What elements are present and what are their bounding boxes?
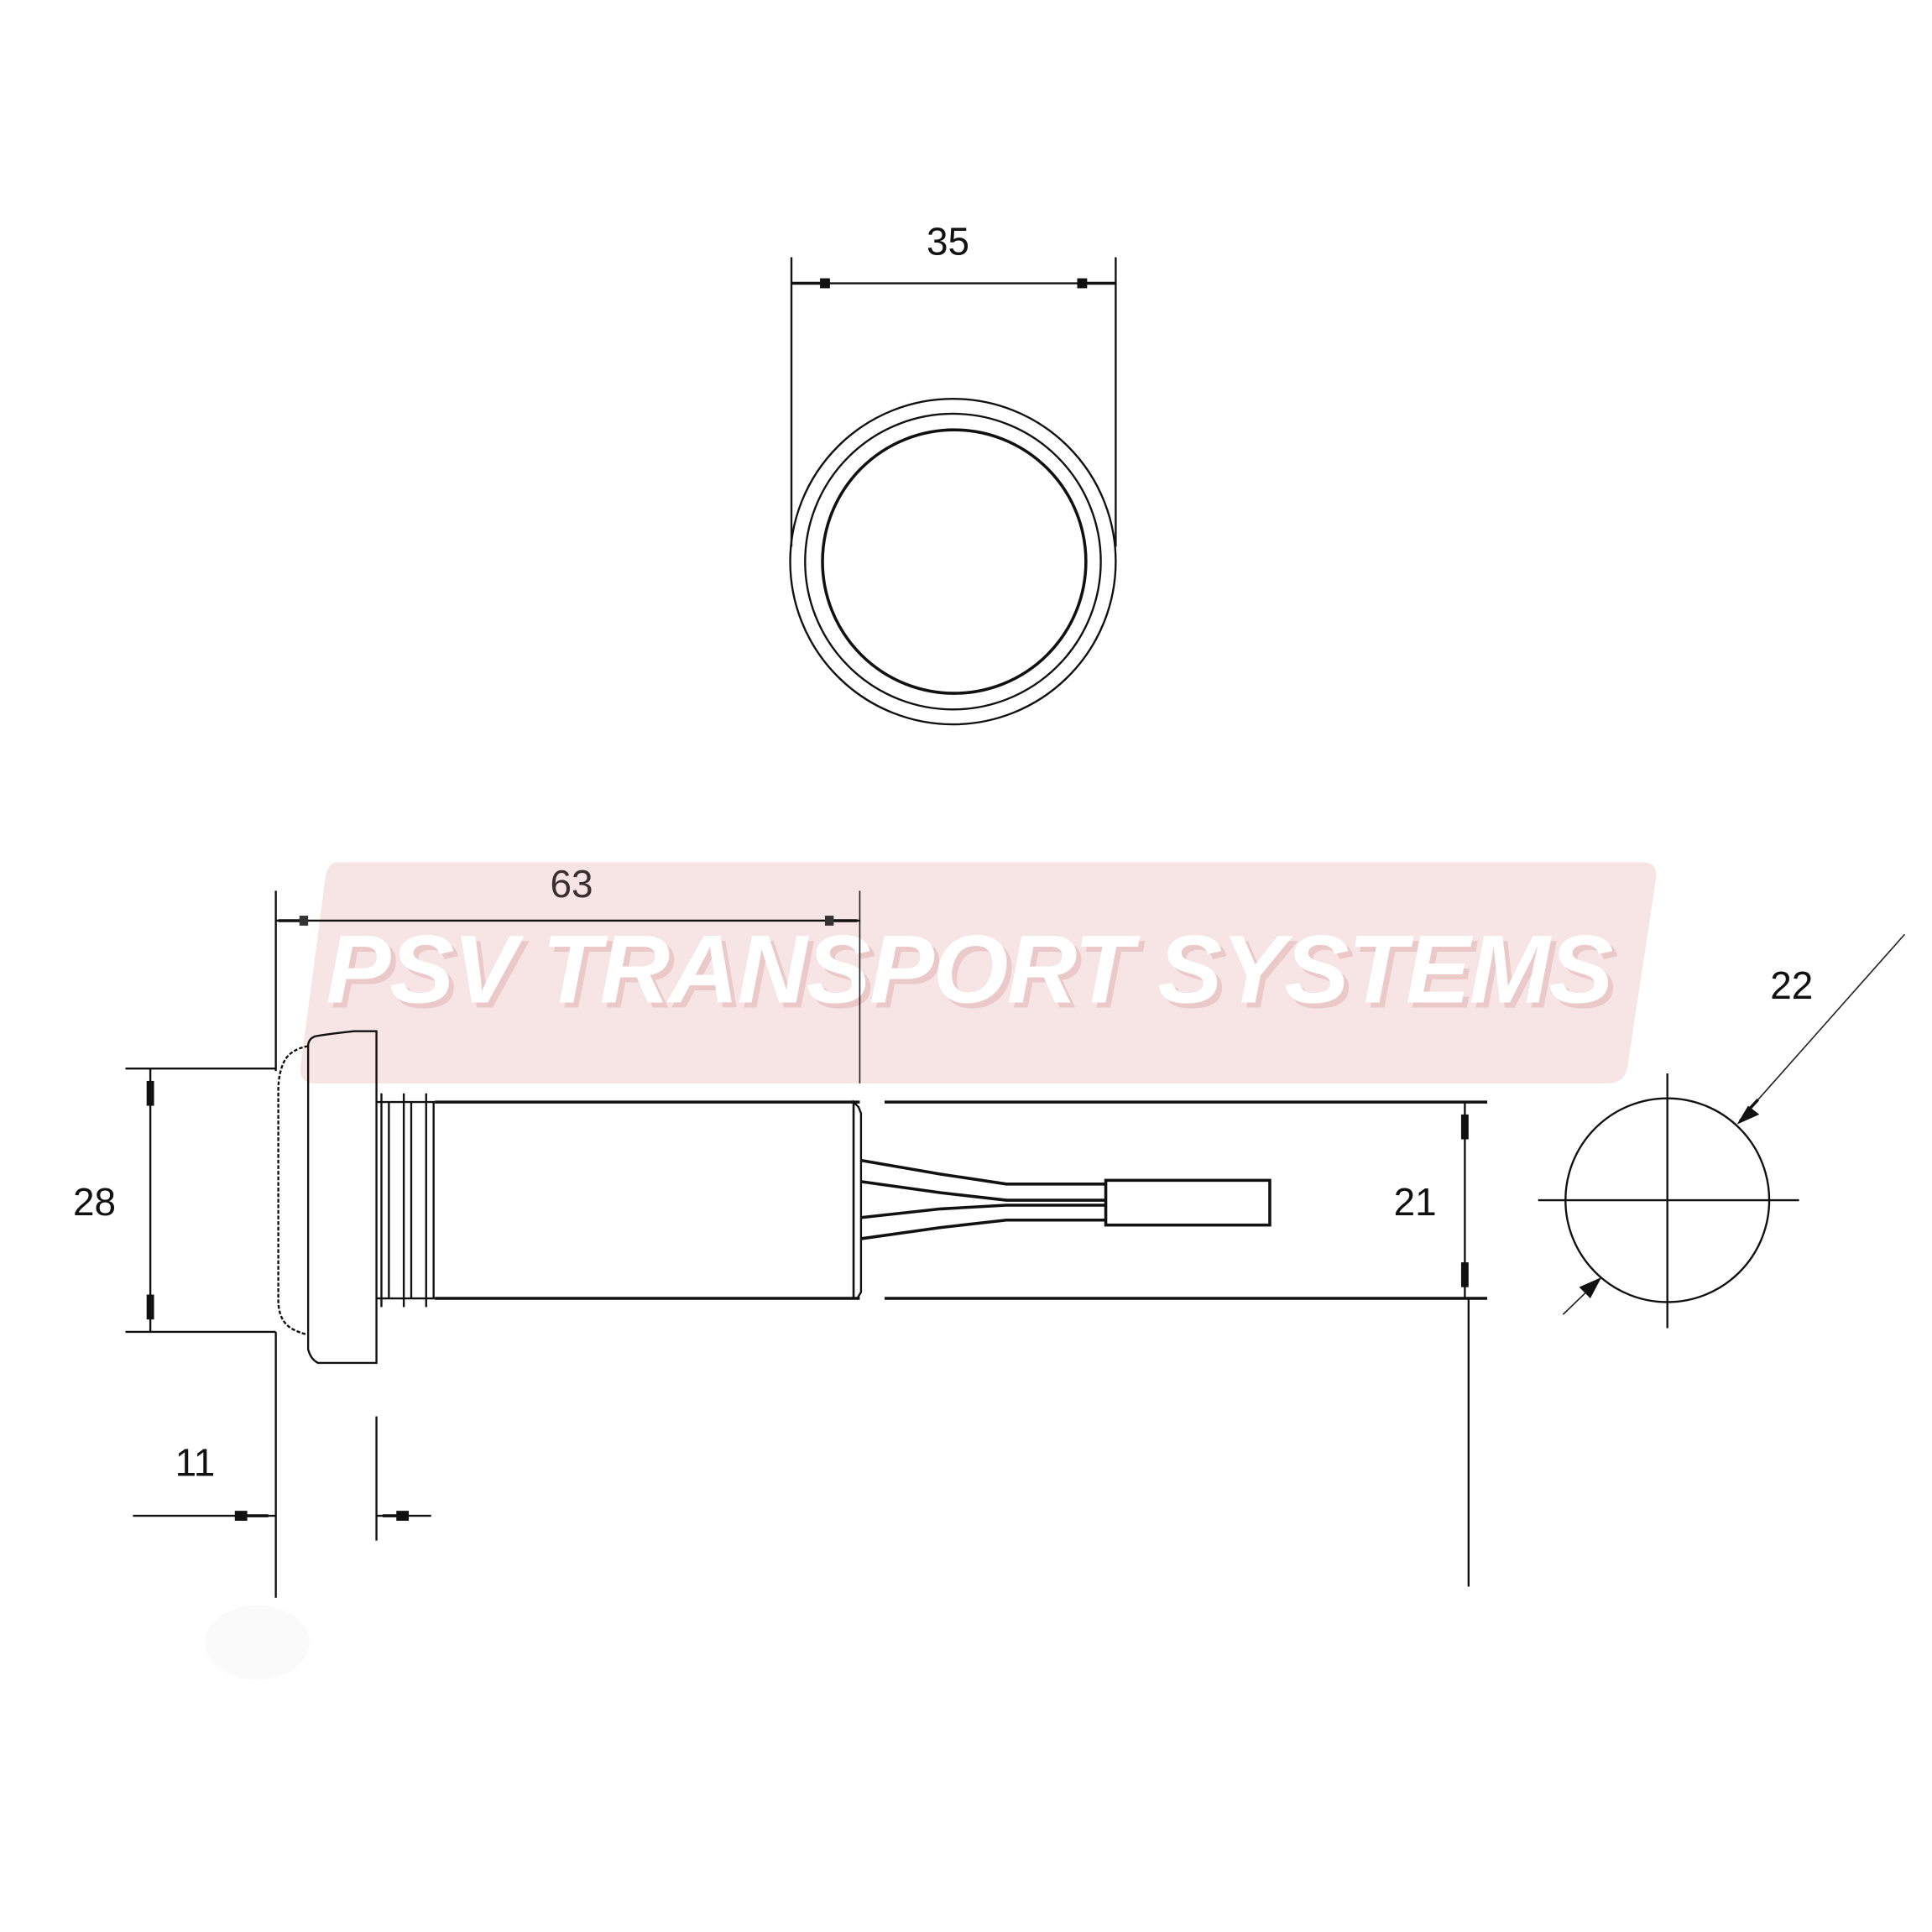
lens-dome bbox=[277, 1045, 309, 1336]
dim-label-21: 21 bbox=[1394, 1180, 1437, 1224]
lens-circle bbox=[821, 428, 1088, 695]
arrow-head-63-right-icon bbox=[824, 916, 834, 926]
watermark-text: PSV TRANSPORT SYSTEMS bbox=[326, 916, 1613, 1024]
wires bbox=[860, 1158, 1106, 1240]
dim-label-35: 35 bbox=[927, 219, 969, 263]
body-end-cap bbox=[852, 1099, 863, 1300]
arrow-28-bottom-icon bbox=[146, 1294, 154, 1320]
bezel-flange bbox=[306, 1030, 378, 1365]
mounting-hole-view: 22 bbox=[1538, 933, 1906, 1329]
side-view: 63 28 bbox=[73, 862, 1488, 1680]
leader-line-22 bbox=[1738, 933, 1906, 1121]
arrow-11-left-icon bbox=[234, 1511, 248, 1521]
dim-label-63: 63 bbox=[550, 862, 593, 906]
thread-section bbox=[376, 1093, 436, 1308]
front-view: 35 bbox=[789, 219, 1117, 726]
arrow-11-right-icon bbox=[396, 1511, 410, 1521]
dim-label-22: 22 bbox=[1770, 963, 1813, 1007]
connector-block bbox=[1104, 1178, 1271, 1227]
smudge bbox=[205, 1605, 310, 1680]
arrow-28-top-icon bbox=[146, 1080, 154, 1106]
arrow-head-right-icon bbox=[1077, 278, 1088, 289]
arrow-22-bottom-icon bbox=[1579, 1277, 1602, 1299]
outer-rim-circle bbox=[789, 398, 1117, 726]
watermark: PSV TRANSPORT SYSTEMS PSV TRANSPORT SYST… bbox=[300, 862, 1657, 1083]
arrow-21-top-icon bbox=[1460, 1114, 1469, 1140]
arrow-head-left-icon bbox=[820, 278, 830, 289]
watermark-shadow: PSV TRANSPORT SYSTEMS bbox=[331, 921, 1617, 1029]
arrow-22-top-icon bbox=[1736, 1105, 1760, 1125]
middle-rim-circle bbox=[804, 412, 1102, 711]
dim-label-11: 11 bbox=[175, 1441, 216, 1485]
arrow-21-bottom-icon bbox=[1460, 1262, 1469, 1287]
dim-label-28: 28 bbox=[73, 1180, 116, 1224]
arrow-head-63-left-icon bbox=[299, 916, 309, 926]
watermark-band bbox=[300, 862, 1657, 1083]
